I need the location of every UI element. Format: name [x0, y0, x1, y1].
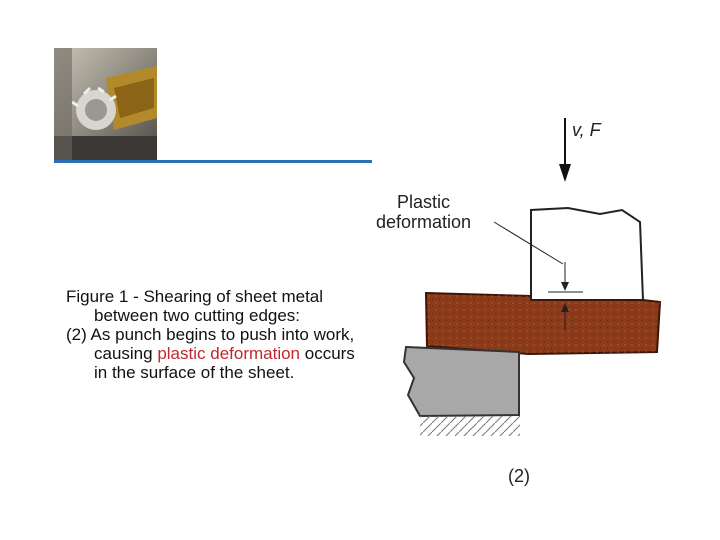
- caption-highlight: plastic deformation: [157, 344, 301, 363]
- plastic-label-line1: Plastic: [397, 192, 451, 212]
- caption-suffix: occurs in the surface of the sheet.: [94, 344, 355, 382]
- force-label: v, F: [572, 120, 601, 140]
- caption-line-1: Figure 1 ‐ Shearing of sheet metal betwe…: [66, 287, 324, 325]
- figure-number: (2): [508, 466, 530, 486]
- caption-prefix: (2) As punch begins to push into work, c…: [66, 325, 355, 363]
- shearing-photo: [54, 48, 157, 160]
- punch: [530, 206, 645, 301]
- force-arrow-head: [559, 164, 571, 182]
- figure-caption: Figure 1 ‐ Shearing of sheet metal betwe…: [66, 287, 366, 382]
- caption-line-2: (2) As punch begins to push into work, c…: [66, 325, 366, 382]
- shearing-diagram: [402, 118, 662, 436]
- die-base-hatch: [420, 416, 520, 436]
- plastic-deformation-label: Plastic deformation: [376, 192, 471, 232]
- accent-divider: [54, 160, 372, 163]
- die: [402, 345, 520, 418]
- leader-line: [493, 221, 564, 265]
- plastic-label-line2: deformation: [376, 212, 472, 232]
